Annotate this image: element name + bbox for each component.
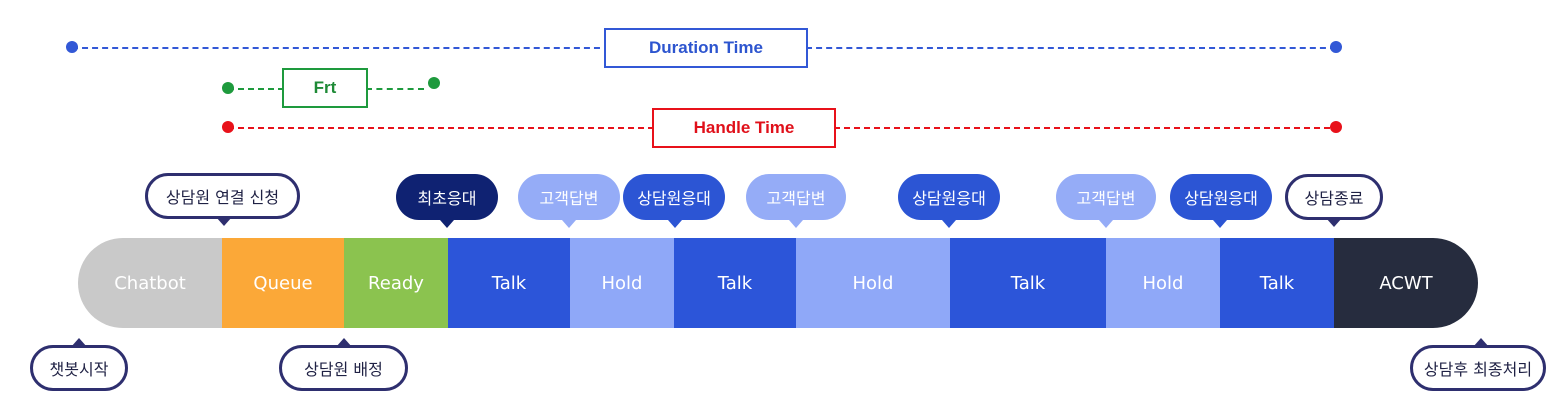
callout-label: 최초응대 [417, 189, 477, 208]
callout-agent-request: 상담원 연결 신청 [145, 173, 300, 226]
handle-end-dot [1330, 121, 1342, 133]
segment-hold-1: Hold [570, 238, 674, 328]
callout-pointer [1099, 220, 1113, 228]
duration-end-dot [1330, 41, 1342, 53]
callout-label: 고객답변 [1076, 189, 1136, 208]
callout-consult-end: 상담종료 [1285, 174, 1383, 227]
callout-customer-reply-3: 고객답변 [1056, 174, 1156, 228]
callout-chatbot-start: 챗봇시작 [30, 338, 128, 391]
callout-customer-reply-1: 고객답변 [518, 174, 620, 228]
segment-talk-4: Talk [1220, 238, 1334, 328]
callout-pointer [440, 220, 454, 228]
segment-ready: Ready [344, 238, 448, 328]
callout-label: 상담원 연결 신청 [165, 188, 280, 207]
callout-customer-reply-2: 고객답변 [746, 174, 846, 228]
callout-label: 상담원응대 [912, 189, 986, 208]
segment-acwt: ACWT [1334, 238, 1478, 328]
callout-label: 상담원응대 [1184, 189, 1258, 208]
callout-label: 상담원 배정 [304, 360, 383, 379]
callout-pointer [668, 220, 682, 228]
segment-talk-2: Talk [674, 238, 796, 328]
callout-agent-response-1: 상담원응대 [623, 174, 725, 228]
callout-pointer [1326, 218, 1342, 227]
callout-pointer [71, 338, 87, 347]
callout-post-processing: 상담후 최종처리 [1410, 338, 1546, 391]
callout-agent-response-2: 상담원응대 [898, 174, 1000, 228]
callout-pointer [336, 338, 352, 347]
callout-pointer [942, 220, 956, 228]
frt-line-left [228, 88, 284, 90]
callout-pointer [562, 220, 576, 228]
callout-pointer [216, 217, 232, 226]
callout-label: 고객답변 [766, 189, 826, 208]
segment-talk-1: Talk [448, 238, 570, 328]
segment-hold-3: Hold [1106, 238, 1220, 328]
callout-label: 고객답변 [539, 189, 599, 208]
callout-pointer [789, 220, 803, 228]
callout-first-response: 최초응대 [396, 174, 498, 228]
segment-talk-3: Talk [950, 238, 1106, 328]
segment-queue: Queue [222, 238, 344, 328]
callout-pointer [1213, 220, 1227, 228]
handle-line-right [834, 127, 1330, 129]
callout-agent-assign: 상담원 배정 [279, 338, 408, 391]
duration-time-label: Duration Time [604, 28, 808, 68]
timeline-bar: Chatbot Queue Ready Talk Hold Talk Hold … [78, 238, 1478, 328]
callout-pointer [1473, 338, 1489, 347]
callout-agent-response-3: 상담원응대 [1170, 174, 1272, 228]
handle-line-left [228, 127, 654, 129]
handle-time-label: Handle Time [652, 108, 836, 148]
duration-line-left [72, 47, 610, 49]
frt-line-right [366, 88, 424, 90]
duration-line-right [806, 47, 1336, 49]
frt-label: Frt [282, 68, 368, 108]
callout-label: 상담원응대 [637, 189, 711, 208]
segment-hold-2: Hold [796, 238, 950, 328]
frt-end-dot [428, 77, 440, 89]
callout-label: 챗봇시작 [49, 360, 109, 379]
callout-label: 상담종료 [1304, 189, 1364, 208]
segment-chatbot: Chatbot [78, 238, 222, 328]
callout-label: 상담후 최종처리 [1423, 360, 1533, 379]
